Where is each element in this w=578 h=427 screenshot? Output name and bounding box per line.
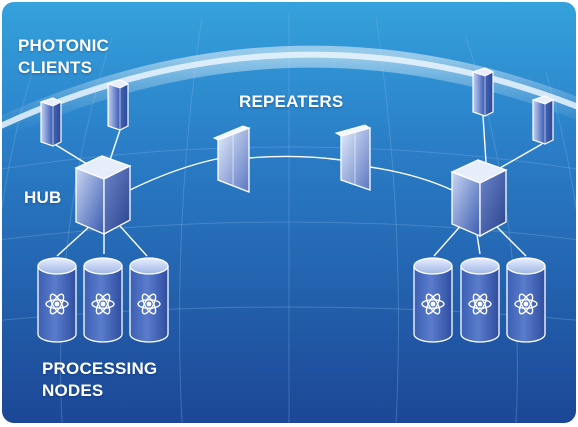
processing-nodes-label: PROCESSING NODES bbox=[42, 358, 157, 402]
atom-icon bbox=[514, 293, 538, 315]
photonic-clients-line2: CLIENTS bbox=[18, 58, 93, 77]
diagram-canvas bbox=[2, 2, 576, 423]
repeaters-label: REPEATERS bbox=[239, 92, 344, 111]
atom-icon bbox=[91, 293, 115, 315]
left-hub-cube bbox=[74, 155, 132, 236]
processing-nodes-line2: NODES bbox=[42, 381, 104, 400]
repeater-right bbox=[334, 124, 372, 191]
right-client-2 bbox=[531, 95, 555, 145]
left-client-2 bbox=[106, 79, 130, 131]
photonic-clients-label: PHOTONIC CLIENTS bbox=[18, 35, 109, 79]
photonic-clients-line1: PHOTONIC bbox=[18, 36, 110, 55]
processing-node-5 bbox=[460, 257, 500, 343]
processing-node-4 bbox=[413, 257, 453, 343]
right-client-1 bbox=[471, 67, 495, 117]
processing-node-6 bbox=[506, 257, 546, 343]
horizon-line bbox=[2, 51, 576, 129]
atom-icon bbox=[45, 293, 69, 315]
processing-node-2 bbox=[83, 257, 123, 343]
repeater-left bbox=[212, 125, 251, 193]
atom-icon bbox=[468, 293, 492, 315]
atom-icon bbox=[137, 293, 161, 315]
processing-node-1 bbox=[37, 257, 77, 343]
atom-icon bbox=[421, 293, 445, 315]
processing-nodes bbox=[37, 257, 546, 343]
network-diagram: PHOTONIC CLIENTS REPEATERS HUB PROCESSIN… bbox=[2, 2, 576, 423]
right-hub-cube bbox=[450, 159, 508, 238]
processing-node-3 bbox=[129, 257, 169, 343]
processing-nodes-line1: PROCESSING bbox=[42, 359, 158, 378]
left-client-1 bbox=[39, 97, 63, 147]
hub-label: HUB bbox=[24, 188, 62, 207]
